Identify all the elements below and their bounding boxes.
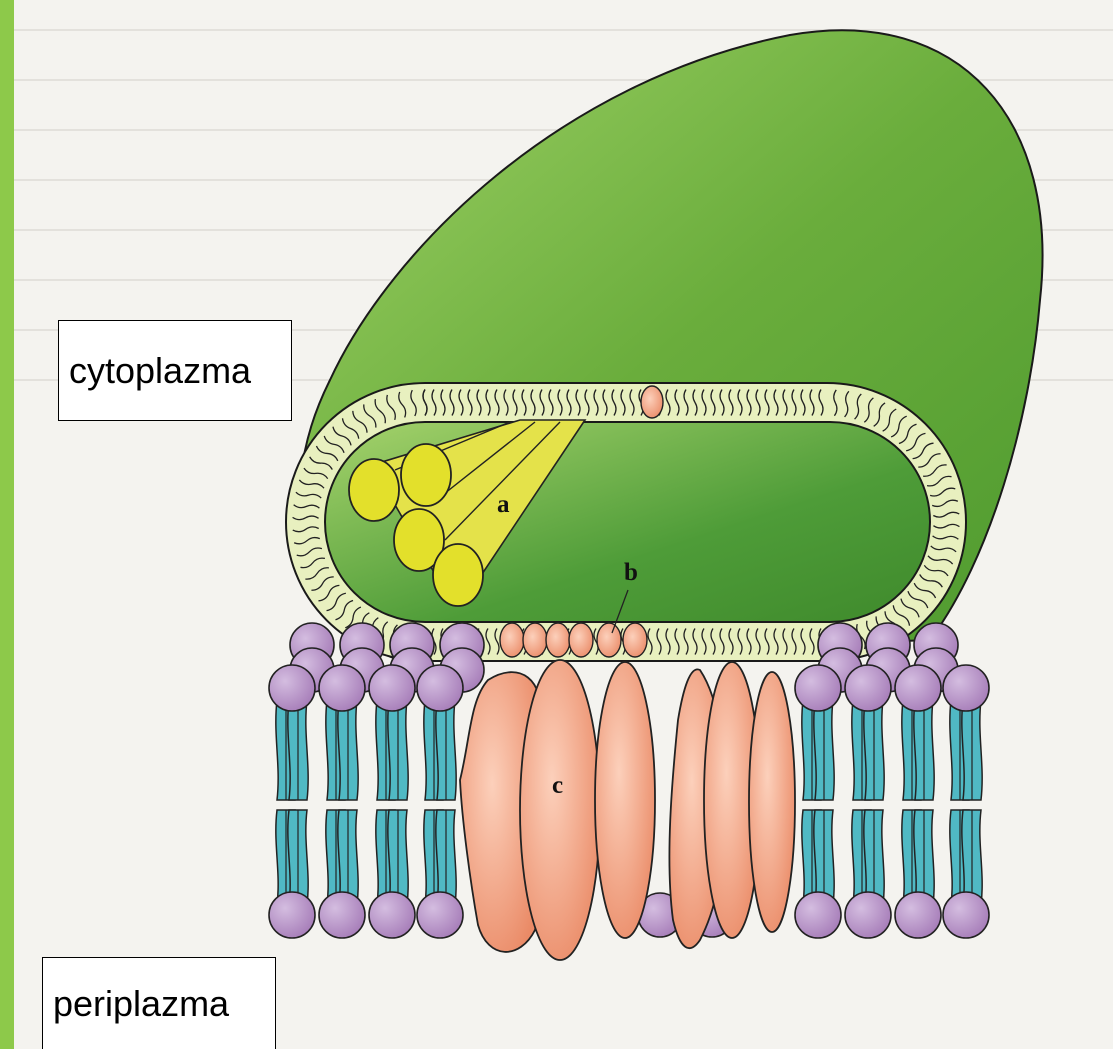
periplasm-label: periplazma xyxy=(42,957,276,1049)
part-label-a: a xyxy=(497,491,510,518)
bead-top xyxy=(641,386,663,418)
part-label-b: b xyxy=(624,559,638,586)
part-label-c: c xyxy=(552,772,563,799)
transmembrane-proteins xyxy=(460,660,795,960)
cytoplasm-label: cytoplazma xyxy=(58,320,292,421)
